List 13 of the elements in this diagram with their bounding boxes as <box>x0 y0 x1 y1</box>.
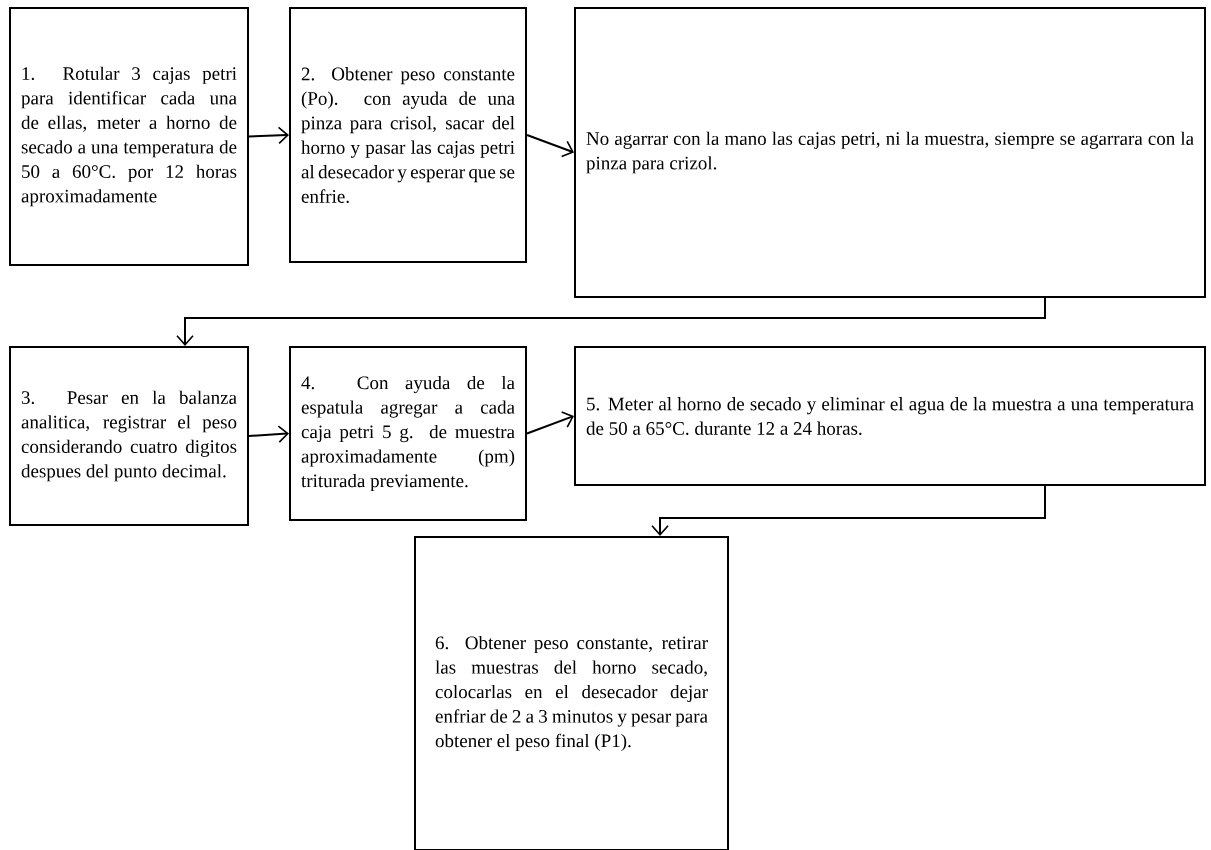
process-box: 3. Pesar en la balanza analitica, registrar el peso considerando cuatro digitos despues del punto decimal. <box>9 346 249 526</box>
arrow <box>248 126 289 145</box>
arrow <box>176 297 1046 346</box>
process-box: No agarrar con la mano las cajas petri, ni la muestra, siempre se agarrara con la pinza para crizol. <box>574 7 1206 298</box>
arrow <box>248 425 289 443</box>
process-box: 1. Rotular 3 cajas petri para identificar cada una de ellas, meter a horno de secado a una temperatura de 50 a 60°C. por 12 horas aproximadamente <box>9 7 249 266</box>
process-box: 6. Obtener peso constante, retirar las muestras del horno secado, colocarlas en el desecador dejar enfriar de 2 a 3 minutos y pesar para obtener el peso final (P1). <box>414 536 729 850</box>
arrow <box>651 485 1046 536</box>
process-box: 4. Con ayuda de la espatula agregar a cada caja petri 5 g. de muestra aproximadamente (pm) triturada previamente. <box>289 346 527 521</box>
process-box: 2. Obtener peso constante (Po). con ayuda de una pinza para crisol, sacar del horno y pasar las cajas petri al desecador y esperar que se enfrie. <box>289 7 527 263</box>
arrow <box>526 134 574 158</box>
process-box: 5. Meter al horno de secado y eliminar el agua de la muestra a una temperatura de 50 a 65°C. durante 12 a 24 horas. <box>574 346 1206 486</box>
arrow <box>526 411 574 435</box>
